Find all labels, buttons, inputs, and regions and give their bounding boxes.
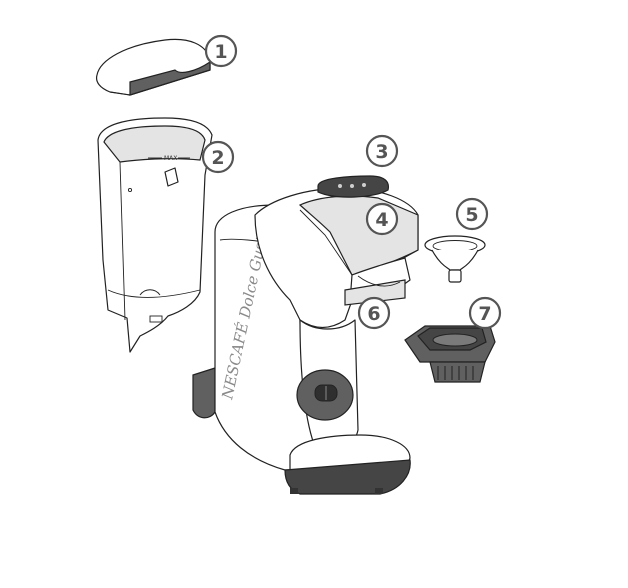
callout-7: 7 [468,296,502,330]
funnel-part [424,235,486,283]
tank-max-label: MAX [164,155,177,162]
callout-7-number: 7 [478,303,491,325]
machine-body: NESCAFÉ Dolce Gusto [192,175,419,495]
drip-grid-part [404,325,496,383]
callout-2-number: 2 [211,147,224,169]
callout-1-number: 1 [214,41,227,63]
callout-5: 5 [455,197,489,231]
callout-6-number: 6 [367,303,380,325]
callout-3-number: 3 [375,141,388,163]
callout-6: 6 [357,296,391,330]
callout-4: 4 [365,202,399,236]
callout-5-number: 5 [465,204,478,226]
callout-3: 3 [365,134,399,168]
lid-part [95,38,211,96]
callout-4-number: 4 [375,209,388,231]
water-tank-part: MAX [97,117,213,353]
callout-2: 2 [201,140,235,174]
callout-1: 1 [204,34,238,68]
